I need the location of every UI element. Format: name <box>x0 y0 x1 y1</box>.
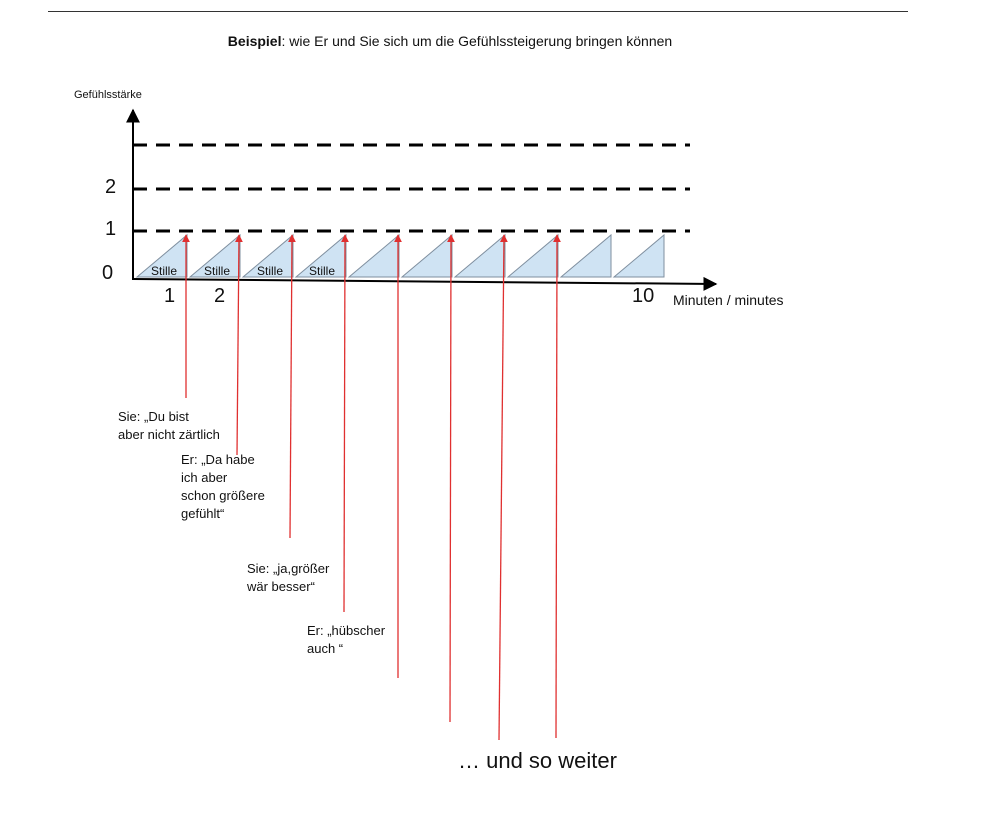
x-tick-2: 2 <box>214 285 226 307</box>
y-tick-2: 2 <box>105 176 117 198</box>
title-rest: : wie Er und Sie sich um die Gefühlsstei… <box>281 33 673 49</box>
triangle-2 <box>188 233 241 278</box>
x-axis <box>132 276 718 291</box>
triangle-5 <box>347 233 400 278</box>
red-arrow-2 <box>235 234 243 456</box>
red-arrow-7 <box>498 234 508 741</box>
triangle-10 <box>612 233 665 278</box>
title-bold: Beispiel <box>227 33 282 49</box>
footer-text: … und so weiter <box>458 748 617 773</box>
red-arrow-6 <box>447 234 455 723</box>
x-tick-1: 1 <box>164 285 176 307</box>
x-axis-label: Minuten / minutes <box>673 292 784 308</box>
triangle-1 <box>135 233 188 278</box>
stille-label-1: Stille <box>151 264 178 278</box>
note-er-2: Er: „hübscher auch “ <box>307 623 386 656</box>
note-sie-2: Sie: „ja,größer wär besser“ <box>247 561 330 594</box>
red-arrow-8 <box>553 234 561 739</box>
note-sie-1: Sie: „Du bist aber nicht zärtlich <box>118 409 220 442</box>
red-arrow-4 <box>341 234 349 613</box>
y-tick-0: 0 <box>102 262 114 284</box>
stille-label-3: Stille <box>257 264 284 278</box>
y-tick-1: 1 <box>105 218 117 240</box>
triangle-6 <box>400 233 453 278</box>
triangle-3 <box>241 233 294 278</box>
x-tick-10: 10 <box>632 285 655 307</box>
triangle-4 <box>294 233 347 278</box>
y-axis-label: Gefühlsstärke <box>74 89 142 101</box>
top-rule <box>48 11 908 12</box>
red-arrow-3 <box>288 234 296 539</box>
diagram-title: Beispiel: wie Er und Sie sich um die Gef… <box>0 33 900 49</box>
triangle-8 <box>506 233 559 278</box>
note-er-1: Er: „Da habe ich aber schon größere gefü… <box>181 452 265 521</box>
triangle-7 <box>453 233 506 278</box>
triangle-9 <box>559 233 612 278</box>
stille-label-2: Stille <box>204 264 231 278</box>
stille-label-4: Stille <box>309 264 336 278</box>
